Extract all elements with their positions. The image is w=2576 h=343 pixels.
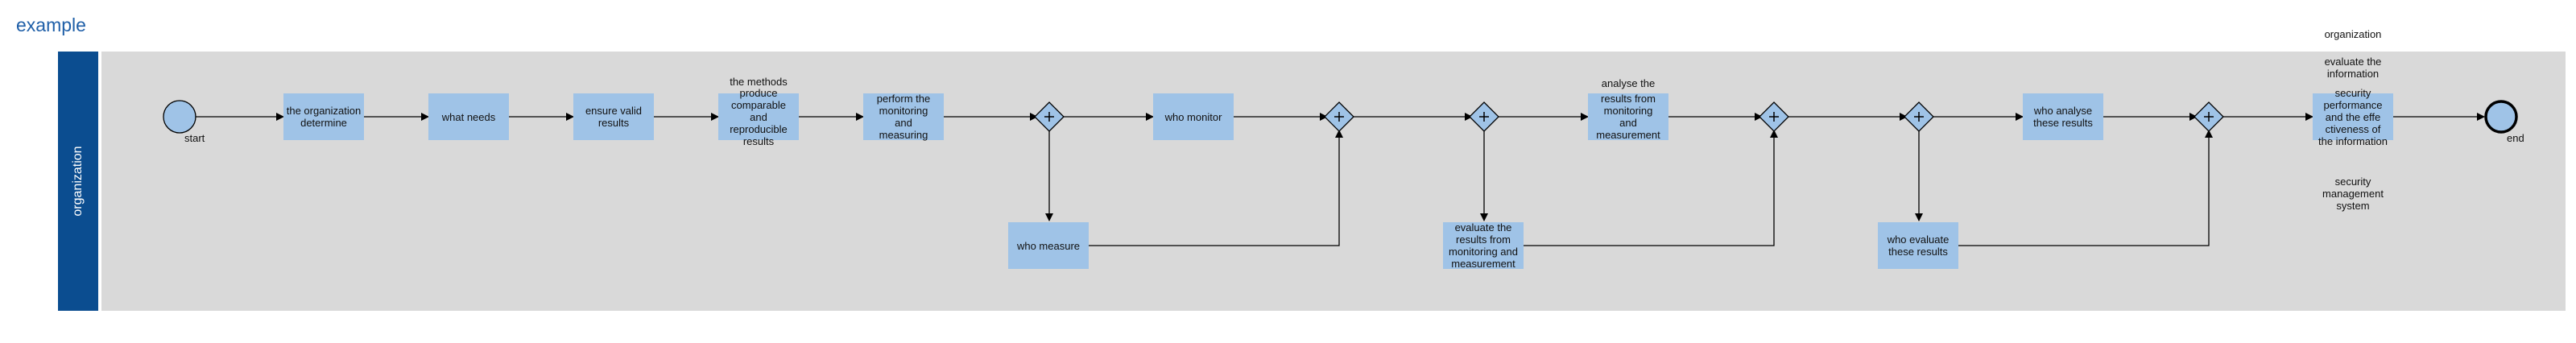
start-event [163, 100, 196, 134]
task-what-needs[interactable]: what needs [428, 93, 509, 140]
gateway-2 [1324, 101, 1354, 132]
gateway-6 [2194, 101, 2224, 132]
start-event-label: start [184, 132, 205, 144]
annotation-the-methods: the methods [730, 76, 788, 88]
diagram-title: example [16, 14, 86, 35]
task-organization-determine[interactable]: the organization determine [283, 93, 364, 140]
end-event [2484, 100, 2518, 134]
gateway-4 [1759, 101, 1789, 132]
gateway-5 [1904, 101, 1934, 132]
task-who-evaluate[interactable]: who evaluate these results [1878, 222, 1958, 269]
gateway-1 [1034, 101, 1065, 132]
gateway-3 [1469, 101, 1499, 132]
task-analyse-results[interactable]: results from monitoring and measurement [1588, 93, 1668, 141]
task-evaluate-results[interactable]: evaluate the results from monitoring and… [1443, 221, 1524, 270]
lane-header [58, 52, 98, 311]
task-ensure-valid-results[interactable]: ensure valid results [573, 93, 654, 140]
task-security-performance[interactable]: security performance and the effe ctiven… [2313, 87, 2393, 147]
annotation-analyse-the: analyse the [1601, 77, 1656, 89]
task-who-monitor[interactable]: who monitor [1153, 93, 1234, 140]
flow-t7-g2 [1089, 130, 1343, 246]
task-who-measure[interactable]: who measure [1008, 222, 1089, 269]
task-produce-comparable-results[interactable]: produce comparable and reproducible resu… [718, 87, 799, 147]
end-event-label: end [2507, 132, 2524, 144]
annotation-organization: organization [2324, 28, 2382, 40]
annotation-security-management-system: security management system [2322, 176, 2384, 212]
annotation-evaluate-information: evaluate the information [2324, 56, 2382, 80]
flow-t9-g4 [1524, 130, 1778, 246]
task-who-analyse[interactable]: who analyse these results [2023, 93, 2103, 140]
flow-t11-g6 [1958, 130, 2213, 246]
task-perform-monitoring[interactable]: perform the monitoring and measuring [863, 93, 944, 141]
lane-body [101, 52, 2566, 311]
